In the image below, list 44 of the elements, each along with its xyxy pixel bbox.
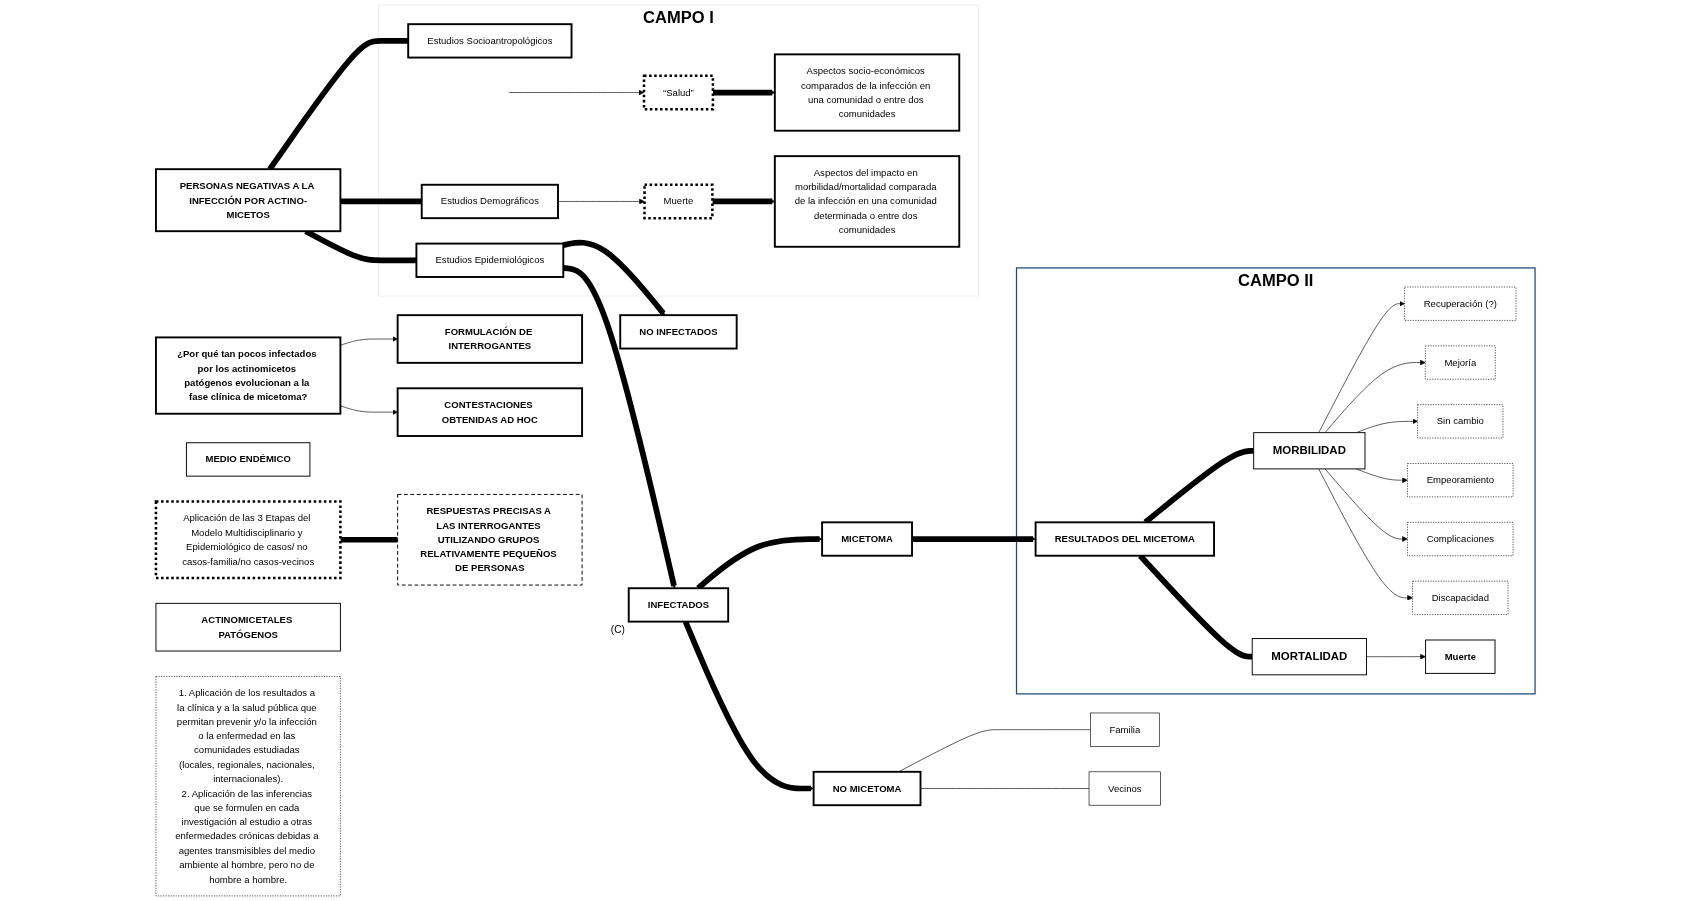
node-box: Sin cambio [1417,404,1504,439]
connector [267,38,409,171]
node-box: RESPUESTAS PRECISAS A LAS INTERROGANTES UTILIZANDO GRUPOS RELATIVAMENTE PEQUEÑOS DE PERSONAS [397,493,583,586]
connector [920,788,1090,789]
node-box: Estudios Demográficos [420,183,559,220]
node-box: Muerte [643,183,714,220]
connector [340,536,398,543]
node-box: MORBILIDAD [1253,432,1366,470]
node-box: RESULTADOS DEL MICETOMA [1034,521,1215,557]
arrow [912,536,1036,542]
node-box: Aspectos socio-económicos comparados de la infección en una comunidad o entre dos comunidades [773,53,961,132]
node-box: Vecinos [1088,771,1161,806]
node-box: CONTESTACIONES OBTENIDAS AD HOC [396,387,584,437]
node-box: MORTALIDAD [1251,638,1367,676]
node-box: Aspectos del impacto en morbilidad/mortalidad comparada de la infección en una comunidad determinada o entre dos comunidades [773,155,961,248]
node-box: NO INFECTADOS [619,314,738,350]
arrow [563,265,677,589]
node-box: Discapacidad [1412,580,1509,615]
node-box: Complicaciones [1407,522,1514,557]
connector [898,729,1091,773]
node-box: Estudios Epidemiológicos [415,242,565,278]
node-box: PERSONAS NEGATIVAS A LA INFECCIÓN POR ACTINO-MICETOS [155,168,342,233]
node-box: 1. Aplicación de los resultados a la clínica y a la salud pública que permitan prevenir y/o la infección o la enfermedad en las comunidades estudiadas (locales, regionales, nacionales, internacionales). 2. Aplicación de las inferencias que se formulen en cada investigación al estudio a otras enfermedades crónicas debidas a agentes transmisibles del medio ambiente al hombre, pero no de hombre a hombre. [155,676,341,897]
arrow [562,239,666,316]
node-box: Recuperación (?) [1404,286,1517,321]
node-box: Aplicación de las 3 Etapas del Modelo Multidisciplinario y Epidemiológico de casos/ no casos-familia/no casos-vecinos [154,500,342,580]
node-box: ACTINOMICETALES PATÓGENOS [155,602,341,652]
node-box: Empeoramiento [1407,463,1514,498]
node-box: MEDIO ENDÉMICO [185,442,311,477]
node-box: FORMULACIÓN DE INTERROGANTES [396,314,584,364]
connector [340,198,422,205]
node-box: INFECTADOS [627,587,730,623]
node-box: Estudios Socioantropológicos [407,23,573,59]
node-box: Mejoría [1425,345,1496,380]
node-note: (C) [610,624,625,636]
node-box: ¿Por qué tan pocos infectados por los actinomicetos patógenos evolucionan a la fase clínica de micetoma? [155,336,342,415]
arrow [712,89,776,96]
arrow [682,620,814,792]
node-box: MICETOMA [821,521,913,557]
node-box: “Salud” [642,74,715,111]
node-box: Muerte [1425,639,1496,674]
node-box: NO MICETOMA [812,770,922,807]
arrow [712,198,776,205]
node-box: Familia [1090,712,1160,747]
